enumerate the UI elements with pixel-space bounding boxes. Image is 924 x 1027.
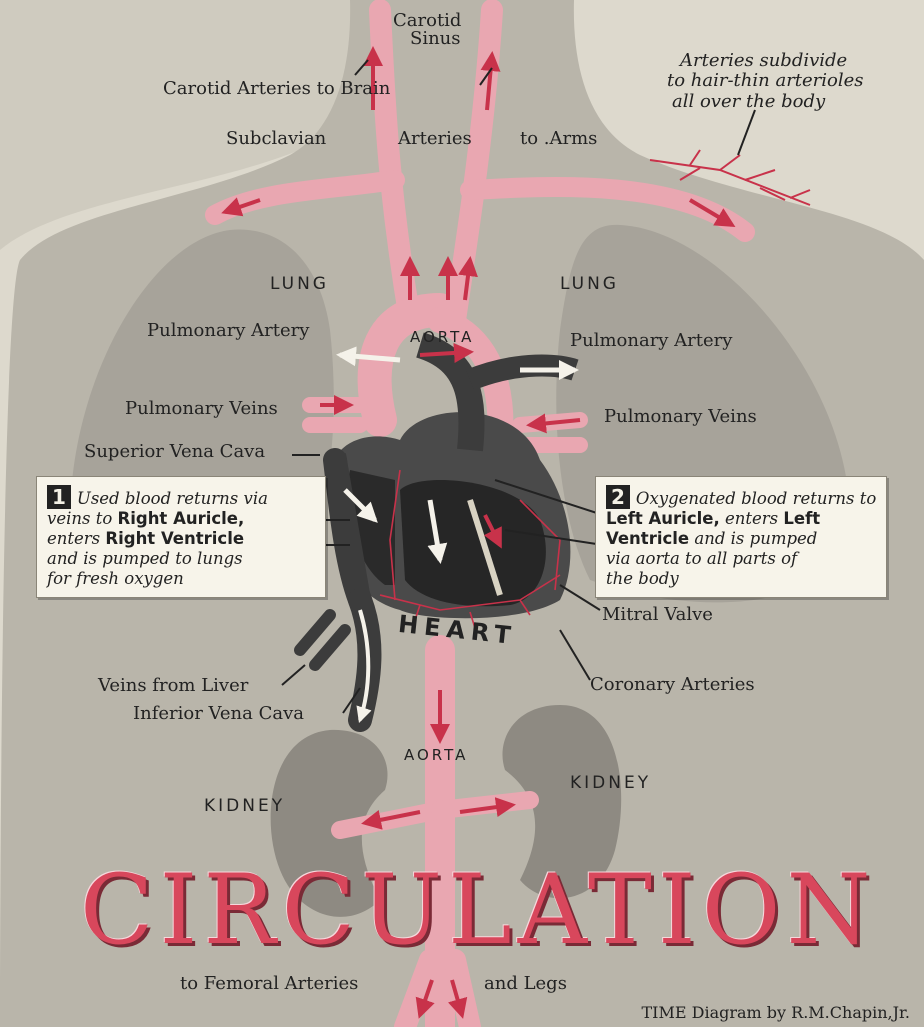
box1-line2b: Right Auricle, [118, 509, 245, 528]
label-mitral-valve: Mitral Valve [602, 606, 713, 624]
box2-line5: the body [606, 569, 876, 589]
callout-number-1: 1 [47, 485, 71, 509]
callout-number-2: 2 [606, 485, 630, 509]
box2-line2c: Left [783, 509, 820, 528]
box1-line3a: enters [47, 529, 105, 548]
box1-line4: and is pumped to lungs [47, 549, 315, 569]
label-subdivide-2: to hair-thin arterioles [667, 72, 864, 90]
box2-line1: Oxygenated blood returns to [636, 489, 876, 508]
box2-line2b: enters [720, 509, 784, 528]
callout-box-1: 1 Used blood returns via veins to Right A… [36, 476, 326, 598]
label-carotid-arteries: Carotid Arteries to Brain [163, 80, 390, 98]
callout-box-2: 2 Oxygenated blood returns to Left Auricl… [595, 476, 887, 598]
label-aorta-bottom: AORTA [404, 748, 468, 763]
label-lung-left: LUNG [270, 276, 329, 293]
label-pulmonary-artery-left: Pulmonary Artery [147, 322, 309, 340]
diagram-title: CIRCULATION [80, 862, 850, 958]
label-kidney-left: KIDNEY [204, 798, 285, 815]
box1-line3b: Right Ventricle [105, 529, 244, 548]
label-pulmonary-veins-right: Pulmonary Veins [604, 408, 757, 426]
label-arteries: Arteries [398, 130, 472, 148]
label-aorta-top: AORTA [410, 330, 474, 345]
box2-line4: via aorta to all parts of [606, 549, 876, 569]
label-femoral: to Femoral Arteries [180, 975, 358, 993]
label-pulmonary-artery-right: Pulmonary Artery [570, 332, 732, 350]
label-lung-right: LUNG [560, 276, 619, 293]
label-inferior-vena-cava: Inferior Vena Cava [133, 705, 304, 723]
box2-line3b: and is pumped [689, 529, 817, 548]
box2-line2a: Left Auricle, [606, 509, 720, 528]
box1-line2a: veins to [47, 509, 118, 528]
label-sinus: Sinus [410, 30, 461, 48]
label-subdivide-3: all over the body [672, 93, 825, 111]
label-kidney-right: KIDNEY [570, 775, 651, 792]
label-superior-vena-cava: Superior Vena Cava [84, 443, 265, 461]
box2-line3a: Ventricle [606, 529, 689, 548]
label-subclavian: Subclavian [226, 130, 326, 148]
label-subdivide-1: Arteries subdivide [680, 52, 847, 70]
label-coronary-arteries: Coronary Arteries [590, 676, 755, 694]
label-legs: and Legs [484, 975, 567, 993]
box1-line5: for fresh oxygen [47, 569, 315, 589]
label-to-arms: to .Arms [520, 130, 597, 148]
label-pulmonary-veins-left: Pulmonary Veins [125, 400, 278, 418]
box1-line1: Used blood returns via [77, 489, 268, 508]
label-veins-from-liver: Veins from Liver [98, 677, 248, 695]
diagram-credit: TIME Diagram by R.M.Chapin,Jr. [641, 1003, 910, 1022]
